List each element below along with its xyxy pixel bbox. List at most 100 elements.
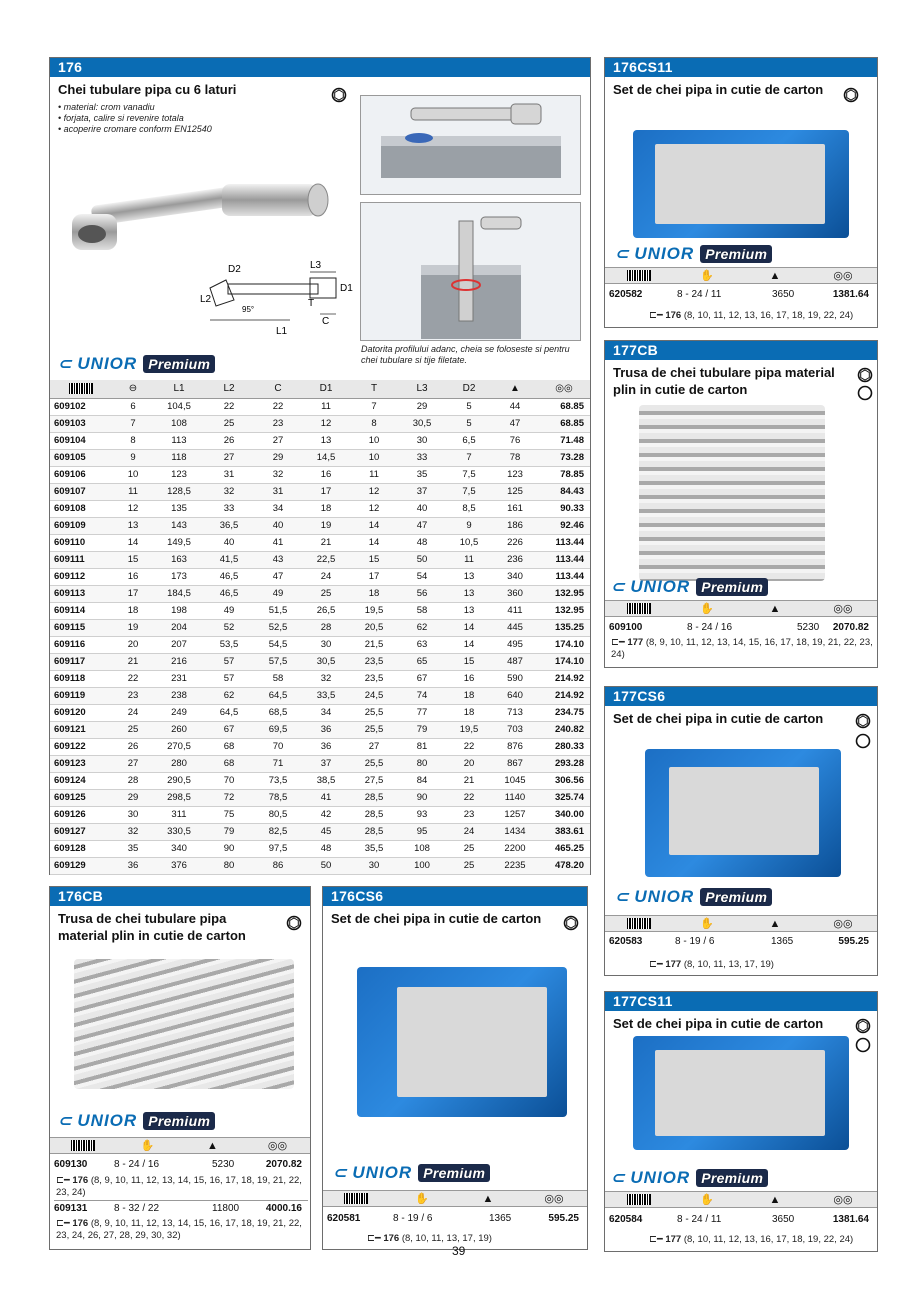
table-cell: 149,5 xyxy=(154,534,204,552)
col-d1: D1 xyxy=(302,380,350,399)
table-cell: 24 xyxy=(446,823,492,841)
table-cell: 487 xyxy=(492,653,538,671)
table-cell: 40 xyxy=(398,500,446,518)
table-cell: 14 xyxy=(350,517,398,535)
wrench-range-icon: ✋ xyxy=(415,1193,429,1205)
price: 1381.64 xyxy=(832,1214,869,1225)
table-cell: 23,5 xyxy=(350,653,398,671)
table-cell: 32 xyxy=(204,483,254,501)
table-cell: 51,5 xyxy=(254,602,302,620)
table-cell: 24,5 xyxy=(350,687,398,705)
hexagon-icon xyxy=(855,713,871,729)
table-cell: 5 xyxy=(446,415,492,433)
contents-ref: 177 xyxy=(665,959,682,970)
panel-header: 177CB xyxy=(605,341,877,360)
table-cell: 52,5 xyxy=(254,619,302,637)
barcode-icon xyxy=(605,1194,673,1206)
unior-logo-icon: ⊂ xyxy=(615,889,629,906)
table-cell: 54 xyxy=(398,568,446,586)
table-cell: 330,5 xyxy=(154,823,204,841)
product-title: Chei tubulare pipa cu 6 laturi xyxy=(58,82,237,97)
table-cell: 40 xyxy=(254,517,302,535)
price: 132.95 xyxy=(538,585,590,603)
table-cell: 97,5 xyxy=(254,840,302,858)
table-cell: 14 xyxy=(112,534,154,552)
table-cell: 50 xyxy=(302,857,350,875)
table-cell: 30 xyxy=(398,432,446,450)
table-cell: 22 xyxy=(446,789,492,807)
contents-ref: 177 xyxy=(627,637,644,648)
table-cell: 36 xyxy=(302,738,350,756)
table-cell: 28,5 xyxy=(350,789,398,807)
table-cell: 19,5 xyxy=(350,602,398,620)
product-code: 609122 xyxy=(50,738,112,756)
table-cell: 20,5 xyxy=(350,619,398,637)
table-cell: 495 xyxy=(492,636,538,654)
table-cell: 8,5 xyxy=(446,500,492,518)
table-cell: 204 xyxy=(154,619,204,637)
table-cell: 28,5 xyxy=(350,823,398,841)
price-coins-icon: ◎◎ xyxy=(833,270,853,282)
table-cell: 411 xyxy=(492,602,538,620)
product-code: 609116 xyxy=(50,636,112,654)
table-cell: 445 xyxy=(492,619,538,637)
product-code: 609109 xyxy=(50,517,112,535)
contents-ref: 177 xyxy=(665,1234,682,1245)
table-cell: 10 xyxy=(350,449,398,467)
table-header: ⊖ L1 L2 C D1 T L3 D2 ▲ ◎◎ xyxy=(50,380,590,399)
contents-list: (8, 9, 10, 11, 12, 13, 14, 15, 16, 17, 1… xyxy=(56,1218,302,1241)
table-cell: 36 xyxy=(112,857,154,875)
table-cell: 2235 xyxy=(492,857,538,875)
unior-logo-icon: ⊂ xyxy=(58,356,72,373)
table-cell: 11 xyxy=(302,398,350,416)
weight-icon: ▲ xyxy=(769,1193,781,1206)
contents-list: (8, 9, 10, 11, 12, 13, 14, 15, 16, 17, 1… xyxy=(56,1175,302,1198)
table-cell: 9 xyxy=(112,449,154,467)
table-cell: 360 xyxy=(492,585,538,603)
brand-name: UNIOR xyxy=(630,577,691,596)
table-cell: 54,5 xyxy=(254,636,302,654)
table-cell: 22,5 xyxy=(302,551,350,569)
table-cell: 14 xyxy=(350,534,398,552)
unior-premium-logo: ⊂ UNIOR Premium xyxy=(58,1111,216,1131)
set-contents: ⊏━ 176 (8, 9, 10, 11, 12, 13, 14, 15, 16… xyxy=(56,1218,308,1242)
table-cell: 29 xyxy=(398,398,446,416)
table-cell: 16 xyxy=(446,670,492,688)
table-cell: 25 xyxy=(204,415,254,433)
panel-177CS6: 177CS6 Set de chei pipa in cutie de cart… xyxy=(604,686,878,976)
table-cell: 125 xyxy=(492,483,538,501)
price: 306.56 xyxy=(538,772,590,790)
table-cell: 49 xyxy=(254,585,302,603)
table-cell: 75 xyxy=(204,806,254,824)
unior-logo-icon: ⊂ xyxy=(333,1165,347,1182)
set-row: 609130 8 - 24 / 16 5230 2070.82 xyxy=(54,1157,308,1172)
wrench-contents-icon: ⊏━ xyxy=(56,1218,70,1229)
table-cell: 46,5 xyxy=(204,568,254,586)
table-cell: 226 xyxy=(492,534,538,552)
table-cell: 80,5 xyxy=(254,806,302,824)
table-cell: 33 xyxy=(398,449,446,467)
table-cell: 48 xyxy=(398,534,446,552)
table-cell: 32 xyxy=(302,670,350,688)
table-cell: 70 xyxy=(204,772,254,790)
product-code: 609117 xyxy=(50,653,112,671)
table-cell: 1434 xyxy=(492,823,538,841)
table-cell: 18 xyxy=(350,585,398,603)
set-contents: ⊏━ 177 (8, 9, 10, 11, 12, 13, 14, 15, 16… xyxy=(611,637,873,661)
product-code: 620582 xyxy=(609,289,643,300)
weight-icon: ▲ xyxy=(482,1192,494,1205)
product-code: 609115 xyxy=(50,619,112,637)
table-cell: 35,5 xyxy=(350,840,398,858)
table-cell: 27 xyxy=(350,738,398,756)
table-cell: 81 xyxy=(398,738,446,756)
barcode-icon xyxy=(605,603,673,615)
price-coins-icon: ◎◎ xyxy=(833,603,853,615)
table-cell: 27 xyxy=(112,755,154,773)
table-cell: 198 xyxy=(154,602,204,620)
table-cell: 16 xyxy=(112,568,154,586)
table-cell: 22 xyxy=(112,670,154,688)
